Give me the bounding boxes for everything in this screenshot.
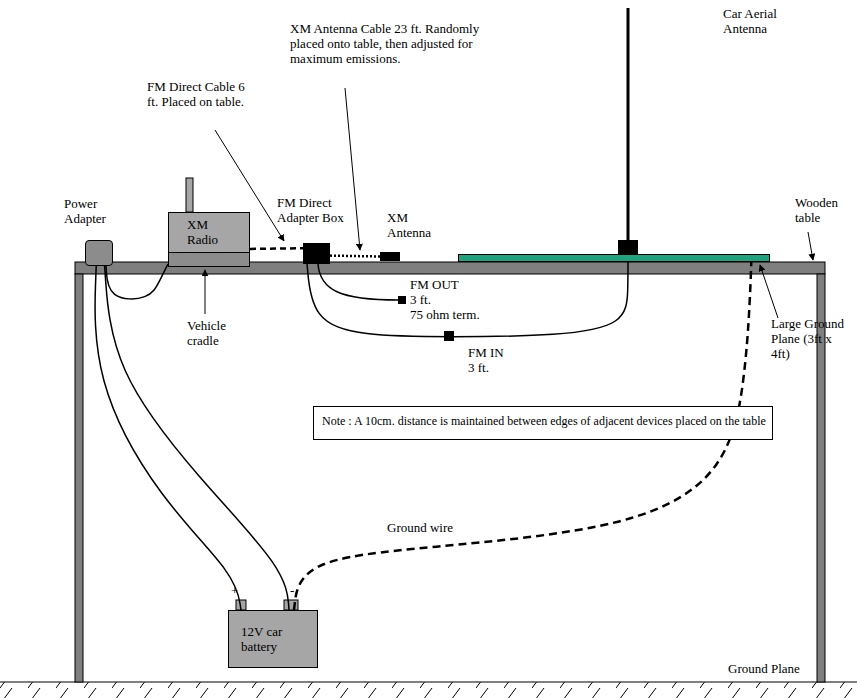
annotation: 3 ft. <box>410 293 431 308</box>
node-label: Vehicle cradle <box>187 319 247 349</box>
terminator <box>398 296 406 304</box>
adapter-box: FM Direct Adapter Box <box>303 243 330 264</box>
xm-antenna: XM Antenna <box>380 252 400 261</box>
node-label: Note : A 10cm. distance is maintained be… <box>322 415 766 429</box>
cable <box>105 266 289 610</box>
battery-terminal <box>284 600 298 610</box>
leader-line <box>760 265 778 318</box>
node-label: FM Direct Adapter Box <box>277 196 353 226</box>
edge-label: Ground wire <box>385 520 455 536</box>
power-adapter: Power Adapter <box>85 240 113 266</box>
leader-line <box>808 232 813 260</box>
node-label: Large Ground Plane (3ft x 4ft) <box>771 317 847 362</box>
radio-antenna-stub <box>186 178 193 212</box>
car-battery: 12V car battery <box>228 610 318 668</box>
fm-out-cable <box>318 264 398 300</box>
annotation: 75 ohm term. <box>410 308 480 323</box>
floor-hatch <box>0 682 857 698</box>
annotation: + <box>231 584 238 599</box>
vehicle-cradle: Vehicle cradle <box>168 252 250 267</box>
note-box: Note : A 10cm. distance is maintained be… <box>313 406 773 440</box>
annotation: FM IN <box>468 346 504 361</box>
leader-line <box>345 88 360 250</box>
node-label: XM Radio <box>187 218 229 248</box>
table-leg <box>75 274 83 682</box>
cable <box>307 258 628 337</box>
annotation: - <box>290 584 294 599</box>
cable <box>250 247 303 250</box>
annotation: FM Direct Cable 6 ft. Placed on table. <box>147 80 247 110</box>
node-label: 12V car battery <box>241 625 307 655</box>
annotation: Wooden table <box>795 196 850 226</box>
node-label: Car Aerial Antenna <box>723 7 777 37</box>
radio-box: XM Radio <box>168 212 250 253</box>
cable <box>330 254 380 257</box>
annotation: Ground Plane <box>728 662 800 677</box>
leader-line <box>205 270 206 314</box>
antenna-mast <box>627 8 630 241</box>
node-label: Power Adapter <box>64 197 126 227</box>
annotation: XM Antenna Cable 23 ft. Randomly placed … <box>290 22 490 67</box>
cable <box>106 264 168 299</box>
node-label: XM Antenna <box>387 211 441 241</box>
floor-line <box>0 681 857 682</box>
annotation: 3 ft. <box>468 361 489 376</box>
ground-plane: Large Ground Plane (3ft x 4ft) <box>458 254 770 262</box>
annotation: FM OUT <box>410 278 459 293</box>
